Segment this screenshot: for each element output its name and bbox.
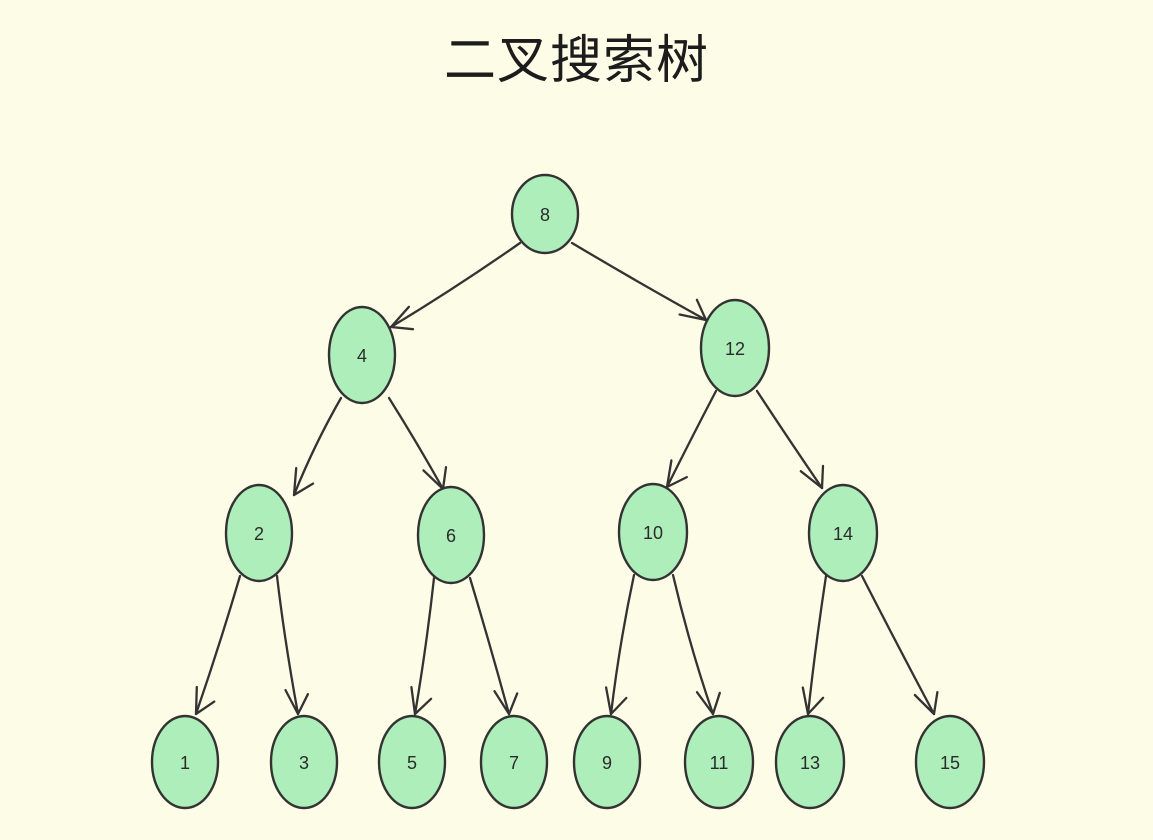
- tree-edge: [292, 396, 343, 497]
- edge-arrowhead: [695, 691, 721, 716]
- node-label: 9: [602, 753, 612, 773]
- node-shape[interactable]: [510, 173, 580, 255]
- edge-arrowhead: [292, 466, 315, 497]
- edge-line: [860, 574, 936, 716]
- node-label: 11: [710, 753, 729, 773]
- tree-edge: [604, 573, 636, 716]
- tree-node[interactable]: 4: [327, 305, 397, 405]
- edge-line: [292, 396, 343, 497]
- tree-node[interactable]: 5: [377, 714, 447, 810]
- node-label: 4: [357, 346, 367, 366]
- tree-edge: [801, 574, 828, 716]
- tree-node[interactable]: 6: [416, 485, 486, 585]
- node-shape[interactable]: [269, 714, 339, 810]
- tree-node[interactable]: 10: [617, 482, 689, 582]
- tree-edge: [387, 396, 448, 491]
- edge-arrowhead: [801, 686, 825, 716]
- tree-edge: [570, 241, 708, 322]
- edge-line: [413, 576, 436, 716]
- tree-edge: [275, 574, 310, 716]
- edge-arrowhead: [799, 464, 825, 490]
- edge-line: [671, 573, 715, 716]
- tree-edges-layer: [194, 241, 939, 716]
- tree-edge: [665, 389, 718, 489]
- node-label: 1: [180, 753, 190, 773]
- node-shape[interactable]: [683, 714, 755, 810]
- node-label: 2: [254, 524, 264, 544]
- edge-line: [389, 241, 522, 329]
- page-title: 二叉搜索树: [443, 31, 709, 91]
- tree-node[interactable]: 3: [269, 714, 339, 810]
- node-label: 8: [540, 205, 550, 225]
- edge-line: [387, 396, 445, 491]
- edge-line: [609, 573, 636, 716]
- node-label: 15: [940, 753, 960, 773]
- node-shape[interactable]: [617, 482, 689, 582]
- node-shape[interactable]: [377, 714, 447, 810]
- tree-node[interactable]: 9: [572, 714, 642, 810]
- edge-line: [468, 576, 511, 716]
- node-label: 6: [446, 526, 456, 546]
- tree-node[interactable]: 11: [683, 714, 755, 810]
- tree-edge: [860, 574, 939, 716]
- tree-node[interactable]: 13: [774, 714, 846, 810]
- tree-edge: [755, 389, 825, 490]
- node-shape[interactable]: [224, 483, 294, 583]
- edge-line: [665, 389, 718, 489]
- node-shape[interactable]: [150, 714, 220, 810]
- node-shape[interactable]: [914, 714, 986, 810]
- node-label: 12: [725, 339, 745, 359]
- node-shape[interactable]: [479, 714, 549, 810]
- node-shape[interactable]: [774, 714, 846, 810]
- tree-node[interactable]: 1: [150, 714, 220, 810]
- tree-edge: [389, 241, 522, 331]
- tree-edge: [671, 573, 721, 716]
- node-shape[interactable]: [416, 485, 486, 585]
- edge-arrowhead: [422, 465, 448, 491]
- edge-line: [806, 574, 828, 716]
- tree-edge: [410, 576, 436, 716]
- tree-node[interactable]: 12: [699, 298, 771, 398]
- node-label: 3: [299, 753, 309, 773]
- node-label: 5: [407, 753, 417, 773]
- edge-line: [570, 241, 708, 322]
- node-label: 10: [643, 523, 663, 543]
- node-shape[interactable]: [699, 298, 771, 398]
- edge-arrowhead: [389, 305, 415, 331]
- edge-arrowhead: [913, 690, 939, 716]
- tree-edge: [194, 574, 242, 716]
- node-shape[interactable]: [327, 305, 397, 405]
- edge-arrowhead: [284, 688, 310, 716]
- edge-line: [275, 574, 300, 716]
- node-shape[interactable]: [807, 483, 879, 583]
- edge-line: [194, 574, 242, 716]
- node-label: 13: [800, 753, 820, 773]
- edge-line: [755, 389, 824, 490]
- node-shape[interactable]: [572, 714, 642, 810]
- tree-node[interactable]: 8: [510, 173, 580, 255]
- edge-arrowhead: [493, 690, 519, 716]
- edge-arrowhead: [410, 686, 433, 716]
- node-label: 7: [509, 753, 519, 773]
- edge-arrowhead: [604, 686, 628, 716]
- tree-node[interactable]: 2: [224, 483, 294, 583]
- tree-node[interactable]: 7: [479, 714, 549, 810]
- tree-edge: [468, 576, 519, 716]
- node-label: 14: [833, 524, 853, 544]
- edge-arrowhead: [194, 685, 216, 716]
- tree-node[interactable]: 14: [807, 483, 879, 583]
- tree-node[interactable]: 15: [914, 714, 986, 810]
